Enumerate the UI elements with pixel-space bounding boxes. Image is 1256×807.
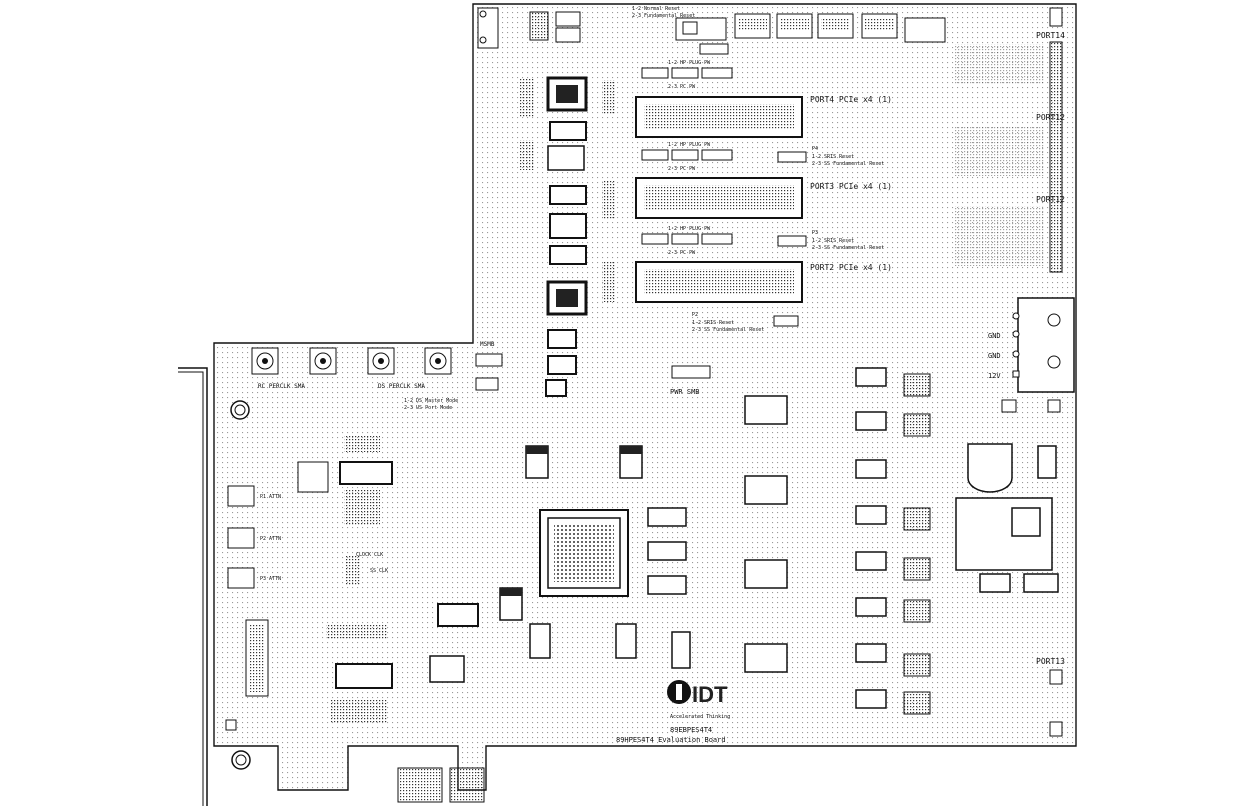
label-pwr-c1: 1-2 HP PLUG PW (668, 226, 711, 232)
power-connector (1012, 297, 1075, 393)
label-j3-title: P3 (812, 230, 818, 236)
logo-text: IDT (692, 682, 728, 707)
label-p2-attn: P2 ATTN (260, 536, 281, 542)
label-ss-clk: SS CLK (370, 568, 388, 574)
sma-connectors (251, 347, 452, 375)
qfp-chip (546, 280, 588, 316)
label-p3-attn: P3 ATTN (260, 576, 281, 582)
dip-switch-row (529, 11, 946, 43)
label-top-reset-b: 2-3 Fundamental Reset (632, 13, 695, 19)
label-gnd-2: GND (988, 352, 1001, 360)
label-rc-refclk: RC PERCLK SMA (258, 383, 305, 390)
label-board-name: 89HPES4T4 Evaluation Board (616, 736, 726, 744)
edge-connector-fingers (397, 767, 485, 803)
label-pwr-c2: 2-3 PC PW (668, 250, 696, 256)
label-pwr-b2: 2-3 PC PW (668, 166, 696, 172)
label-ds-refclk: DS PERCLK SMA (378, 383, 425, 390)
mounting-hole (231, 750, 251, 770)
label-slot-port4: PORT4 PCIe x4 (1) (810, 95, 892, 104)
label-j2-line1: 1-2 SRIS Reset (692, 320, 734, 326)
label-port12-b: PORT12 (1036, 195, 1065, 204)
label-port14: PORT14 (1036, 31, 1065, 40)
pcie-slot-port2 (635, 261, 803, 303)
label-pwr-a2: 2-3 PC PW (668, 84, 696, 90)
capacitors (499, 443, 1059, 669)
label-slot-port3: PORT3 PCIe x4 (1) (810, 182, 892, 191)
label-j3-line2: 2-3 SS Fundamental Reset (812, 245, 884, 251)
label-part-number: 89EBPES4T4 (670, 726, 712, 734)
label-j4-line1: 1-2 SRIS Reset (812, 154, 854, 160)
label-pwr-b1: 1-2 HP PLUG PW (668, 142, 711, 148)
pcie-slot-port3 (635, 177, 803, 219)
silkscreen-labels: PORT14 PORT12 PORT12 PORT13 PORT4 PCIe x… (258, 6, 1065, 744)
mounting-hole (230, 400, 250, 420)
power-regulators (744, 367, 1061, 715)
pcie-slot-port4 (635, 96, 803, 138)
label-slot-port2: PORT2 PCIe x4 (1) (810, 263, 892, 272)
label-port12-a: PORT12 (1036, 113, 1065, 122)
label-j2-line2: 2-3 SS Fundamental Reset (692, 327, 764, 333)
soic-chips (520, 78, 616, 397)
port14-header-column (1049, 7, 1063, 737)
label-j2-title: P2 (692, 312, 698, 318)
label-12v: 12V (988, 372, 1001, 380)
label-mode-b: 2-3 US Port Mode (404, 405, 452, 411)
label-j4-line2: 2-3 SS Fundamental Reset (812, 161, 884, 167)
label-clock-clk: CLOCK CLK (356, 552, 383, 558)
label-j3-line1: 1-2 SRIS Reset (812, 238, 854, 244)
label-top-reset-a: 1-2 Normal Reset (632, 6, 680, 12)
label-msmb: MSMB (480, 341, 495, 348)
jumper-headers (475, 43, 807, 391)
label-mode-a: 1-2 DS Master Mode (404, 398, 458, 404)
label-port13: PORT13 (1036, 657, 1065, 666)
trace-fanout (955, 44, 1045, 266)
label-gnd-1: GND (988, 332, 1001, 340)
bga-switch-chip (539, 509, 629, 597)
label-p1-attn: P1 ATTN (260, 494, 281, 500)
board-outline (178, 3, 1077, 806)
label-j4-title: P4 (812, 146, 818, 152)
label-pwr-smb: PWR SMB (670, 388, 700, 396)
idt-logo: IDT Accelerated Thinking (667, 680, 730, 720)
qfp-chip (546, 76, 588, 112)
label-pwr-a1: 1-2 HP PLUG PW (668, 60, 711, 66)
logo-tagline: Accelerated Thinking (670, 714, 730, 720)
left-components (225, 436, 479, 731)
